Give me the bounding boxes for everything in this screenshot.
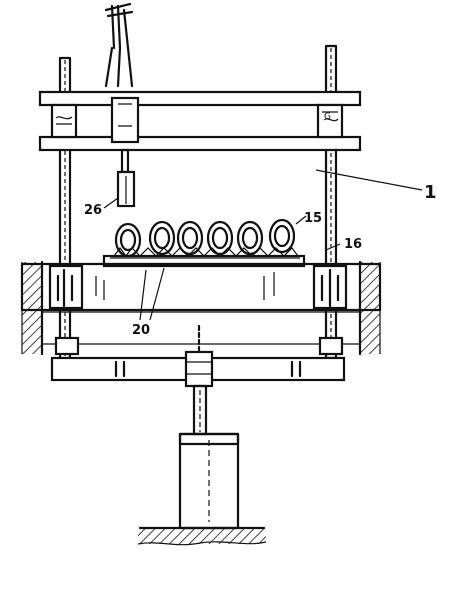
- workpiece-row: [113, 218, 299, 258]
- right-wall: [358, 260, 381, 356]
- upper-crossbeam: G: [38, 90, 362, 152]
- label-frame: 1: [424, 182, 437, 203]
- left-wall: [21, 260, 44, 356]
- label-workpieces: 15: [304, 211, 322, 226]
- main-plate: [20, 262, 382, 356]
- ground-base: [137, 526, 267, 546]
- gripper-actuator: [104, 2, 140, 208]
- leader-lines: [103, 197, 341, 321]
- lower-crossbeam: [50, 324, 346, 388]
- tray: [102, 254, 306, 268]
- label-supports: 20: [132, 323, 150, 338]
- label-gripper: 26: [84, 203, 102, 218]
- svg-text:G: G: [324, 112, 331, 122]
- label-tray: 16: [344, 237, 362, 252]
- guide-line: [315, 169, 423, 191]
- lift-cylinder: [178, 384, 240, 530]
